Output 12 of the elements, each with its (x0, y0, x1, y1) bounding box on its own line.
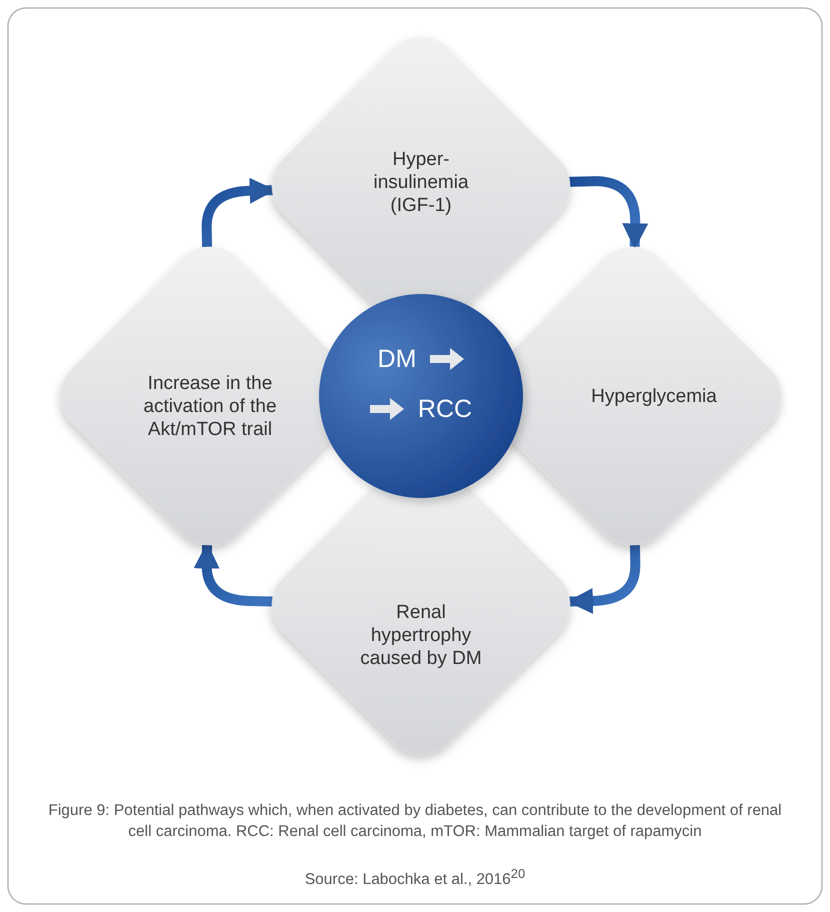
node-label: Renal hypertrophy caused by DM (359, 600, 483, 670)
node-label: Hyperglycemia (590, 384, 718, 408)
node-label: DM (378, 344, 416, 374)
curved-arrow (566, 545, 640, 614)
curved-arrow (568, 176, 648, 250)
curved-arrow (194, 542, 273, 607)
node-label: Hyper- insulinemia (IGF-1) (372, 148, 470, 217)
curved-arrow (202, 178, 276, 247)
source-note: Source: Labochka et al., 2016$^{20}$ (304, 865, 526, 890)
figure-caption: Figure 9: Potential pathways which, when activated by diabetes, can contribute to the development of renal cell carcinoma. RCC: Renal cell carcinoma, mTOR: Mammalian target of rapamycin (47, 801, 783, 842)
node-label: RCC (418, 394, 472, 424)
node-label: Increase in the activation of the Akt/mTOR trail (142, 372, 278, 441)
